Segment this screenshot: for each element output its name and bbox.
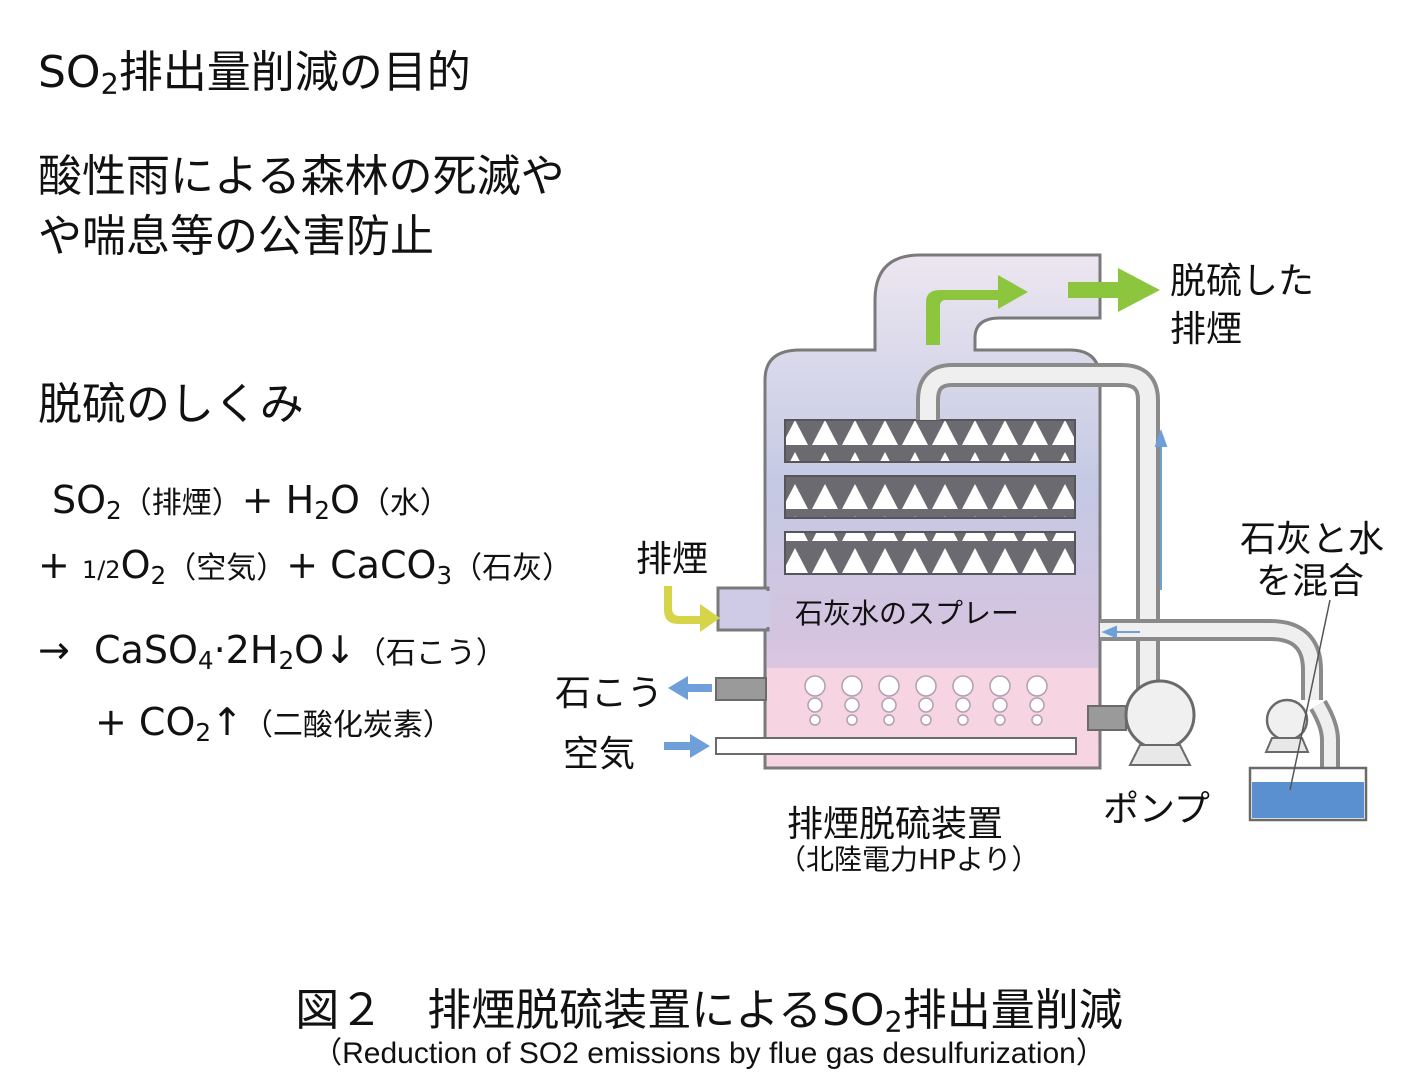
pipe-flow-arrows <box>1101 429 1168 639</box>
spray-layer-3 <box>784 531 1076 575</box>
pump-connector <box>1087 705 1127 731</box>
gypsum-arrow <box>668 676 712 700</box>
lime-pump <box>1265 698 1309 742</box>
air-label: 空気 <box>563 734 636 775</box>
equation-line-1: SO2（排煙）+ H2O（水） <box>52 478 450 526</box>
device-label: 排煙脱硫装置 <box>787 804 1004 845</box>
purpose-title: SO2排出量削減の目的 <box>38 47 471 102</box>
lime-mix-label-1: 石灰と水 <box>1240 519 1385 560</box>
pump <box>1124 679 1196 751</box>
equation-line-4: + CO2↑（二酸化炭素） <box>95 700 453 748</box>
figure-caption-english: （Reduction of SO2 emissions by flue gas … <box>312 1037 1106 1070</box>
lime-supply-pipe <box>1100 619 1323 700</box>
equation-line-3: → CaSO4·2H2O↓（石こう） <box>38 628 506 676</box>
lime-tank-water <box>1252 782 1364 818</box>
flue-gas-label: 排煙 <box>636 539 709 580</box>
flue-gas-arrow <box>664 586 720 632</box>
air-arrow <box>664 734 710 758</box>
mechanism-title: 脱硫のしくみ <box>38 379 304 430</box>
spray-layer-1 <box>784 419 1076 463</box>
air-pipe <box>715 737 1077 755</box>
clean-gas-label-1: 脱硫した <box>1170 261 1315 302</box>
purpose-line-2: や喘息等の公害防止 <box>38 211 434 262</box>
gypsum-outlet <box>715 677 767 701</box>
clean-gas-arrow-2 <box>1068 268 1160 312</box>
source-label: （北陸電力HPより） <box>778 843 1040 876</box>
purpose-line-1: 酸性雨による森林の死滅や <box>38 151 565 202</box>
flue-gas-inlet <box>716 586 770 632</box>
equation-line-2: + 1/2O2（空気）+ CaCO3（石灰） <box>38 543 573 591</box>
gypsum-label: 石こう <box>555 673 664 714</box>
lime-mix-label-2: を混合 <box>1256 561 1365 602</box>
spray-label: 石灰水のスプレー <box>795 597 1020 630</box>
clean-gas-label-2: 排煙 <box>1170 309 1243 350</box>
clean-gas-arrow-1 <box>926 275 1028 345</box>
figure-caption: 図２ 排煙脱硫装置によるSO2排出量削減 <box>295 985 1123 1040</box>
pump-label: ポンプ <box>1103 789 1210 830</box>
air-bubbles <box>804 675 1048 726</box>
lime-mix-leader <box>1289 599 1331 791</box>
spray-layer-2 <box>784 475 1076 519</box>
